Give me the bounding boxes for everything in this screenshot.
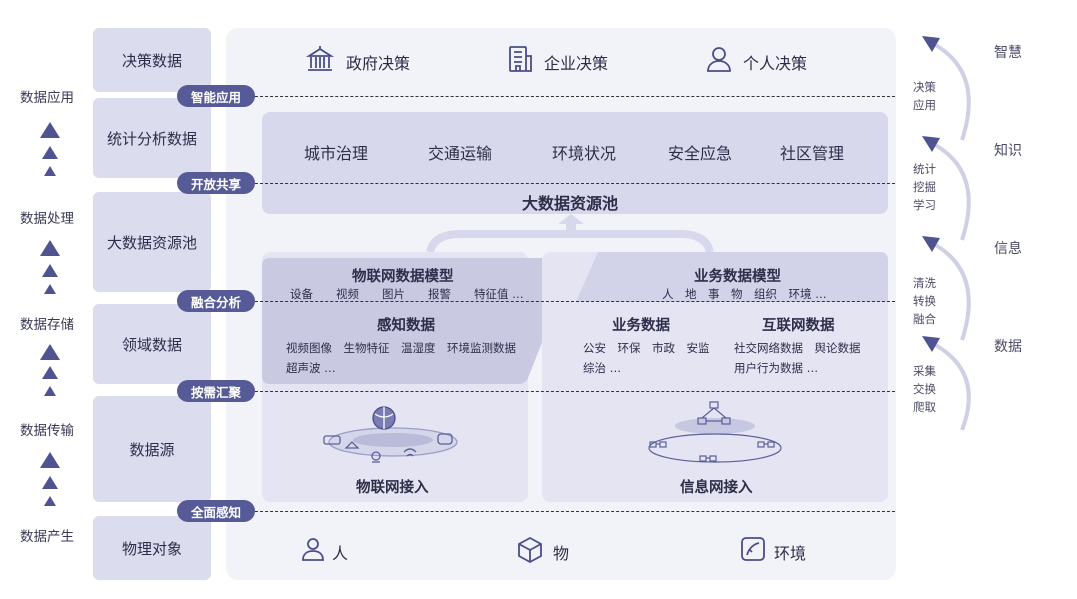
government-icon <box>305 44 335 78</box>
business-line1: 公安 环保 市政 安监 <box>583 341 710 355</box>
business-line2: 综治 … <box>583 361 622 375</box>
divider-4 <box>255 391 895 392</box>
layer-physical: 物理对象 <box>93 516 211 580</box>
person-icon <box>704 44 734 78</box>
layer-statistics-data: 统计分析数据 <box>93 98 211 178</box>
biz-model-title: 业务数据模型 <box>694 269 781 285</box>
person-physical-icon <box>300 536 326 566</box>
right-sub-item: 统计 <box>913 162 936 176</box>
info-model-block <box>542 252 888 306</box>
iot-network-graphic <box>318 402 468 476</box>
physical-env-label: 环境 <box>774 544 807 563</box>
right-sub-group-4: 采集 交换 爬取 <box>913 362 936 416</box>
cube-icon <box>516 536 544 568</box>
sensing-line2: 超声波 … <box>286 361 336 375</box>
layer-pool: 大数据资源池 <box>93 192 211 292</box>
internet-line1: 社交网络数据 舆论数据 <box>734 341 861 355</box>
layer-data-source: 数据源 <box>93 396 211 502</box>
pool-label: 大数据资源池 <box>522 194 619 213</box>
right-title-knowledge: 知识 <box>994 143 1022 159</box>
right-sub-group-3: 清洗 转换 融合 <box>913 274 936 328</box>
business-title: 业务数据 <box>612 318 670 334</box>
app-safety: 安全应急 <box>668 144 733 163</box>
pill-sensing: 全面感知 <box>177 500 255 522</box>
internet-title: 互联网数据 <box>762 318 835 334</box>
pill-smart-app: 智能应用 <box>177 85 255 107</box>
right-sub-item: 交换 <box>913 382 936 396</box>
pill-gather: 按需汇聚 <box>177 380 255 402</box>
layer-domain-data: 领域数据 <box>93 304 211 384</box>
stage-transfer: 数据传输 <box>20 423 74 439</box>
app-community: 社区管理 <box>780 144 845 163</box>
physical-person-label: 人 <box>332 544 349 563</box>
stage-generation: 数据产生 <box>20 529 74 545</box>
merge-arrow <box>420 214 720 258</box>
right-title-wisdom: 智慧 <box>994 45 1022 61</box>
right-sub-item: 采集 <box>913 364 936 378</box>
physical-thing-label: 物 <box>553 544 570 563</box>
right-sub-item: 应用 <box>913 98 936 112</box>
divider-5 <box>255 511 895 512</box>
right-sub-item: 爬取 <box>913 400 936 414</box>
stage-application: 数据应用 <box>20 90 74 106</box>
iot-model-title: 物联网数据模型 <box>352 269 454 285</box>
biz-model-items: 人 地 事 物 组织 环境 … <box>662 287 827 301</box>
iot-dark-block <box>262 258 574 388</box>
layer-decision-data: 决策数据 <box>93 28 211 92</box>
pill-fusion: 融合分析 <box>177 290 255 312</box>
right-title-data: 数据 <box>994 339 1022 355</box>
environment-icon <box>740 536 766 566</box>
enterprise-icon <box>506 44 534 78</box>
divider-2 <box>255 183 895 184</box>
iot-model-items: 设备 视频 图片 报警 特征值 … <box>290 287 524 301</box>
right-sub-group-1: 决策 应用 <box>913 78 936 114</box>
stage-storage: 数据存储 <box>20 317 74 333</box>
biz-decision-label: 企业决策 <box>544 54 609 73</box>
personal-decision-label: 个人决策 <box>743 54 808 73</box>
right-sub-item: 决策 <box>913 80 936 94</box>
right-sub-item: 清洗 <box>913 276 936 290</box>
info-access-label: 信息网接入 <box>680 480 753 496</box>
divider-3 <box>255 301 895 302</box>
right-sub-item: 转换 <box>913 294 936 308</box>
stage-processing: 数据处理 <box>20 211 74 227</box>
right-sub-group-2: 统计 挖掘 学习 <box>913 160 936 214</box>
right-sub-item: 学习 <box>913 198 936 212</box>
app-environment: 环境状况 <box>552 144 617 163</box>
info-network-graphic <box>640 398 790 476</box>
app-transport: 交通运输 <box>428 144 493 163</box>
right-sub-item: 挖掘 <box>913 180 936 194</box>
right-cycle-arrows <box>900 30 1000 454</box>
right-sub-item: 融合 <box>913 312 936 326</box>
gov-decision-label: 政府决策 <box>346 54 411 73</box>
iot-access-label: 物联网接入 <box>356 480 429 496</box>
internet-line2: 用户行为数据 … <box>734 361 819 375</box>
sensing-title: 感知数据 <box>377 318 435 334</box>
right-title-information: 信息 <box>994 241 1022 257</box>
apps-panel <box>262 112 888 214</box>
divider-1 <box>255 96 895 97</box>
app-city-governance: 城市治理 <box>304 144 369 163</box>
sensing-line1: 视频图像 生物特征 温湿度 环境监测数据 <box>286 341 516 355</box>
pill-open-share: 开放共享 <box>177 172 255 194</box>
